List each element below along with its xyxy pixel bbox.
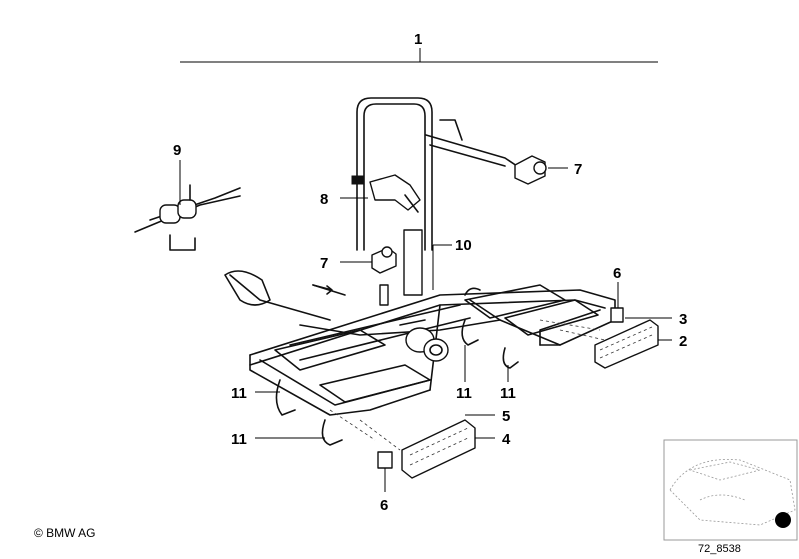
assembly-guides bbox=[329, 319, 606, 451]
tail-lamp-upper bbox=[594, 319, 659, 369]
coupling-head bbox=[379, 229, 449, 362]
carrier-base-frame bbox=[224, 270, 616, 416]
callout-10: 10 bbox=[455, 237, 472, 254]
assembly-bracket bbox=[180, 48, 658, 63]
lock-knob-upper bbox=[514, 155, 547, 185]
small-reflector-upper bbox=[610, 307, 624, 323]
tail-lamp-lower bbox=[401, 419, 476, 479]
callout-8: 8 bbox=[320, 191, 328, 208]
callout-9: 9 bbox=[173, 142, 181, 159]
upright-frame bbox=[356, 97, 521, 251]
wheel-trays bbox=[274, 284, 599, 403]
callout-1: 1 bbox=[414, 31, 422, 48]
callout-3: 3 bbox=[679, 311, 687, 328]
callout-11-a: 11 bbox=[231, 385, 247, 402]
callout-2: 2 bbox=[679, 333, 687, 350]
location-dot-icon bbox=[775, 512, 791, 528]
lock-knob-lower bbox=[371, 246, 397, 274]
leader-lines bbox=[179, 160, 672, 492]
callout-11-c: 11 bbox=[500, 385, 516, 402]
callout-4: 4 bbox=[502, 431, 511, 448]
callout-11-d: 11 bbox=[231, 431, 247, 448]
tube-clamp-detail bbox=[134, 184, 241, 251]
copyright-text: © BMW AG bbox=[34, 526, 96, 540]
callout-5: 5 bbox=[502, 408, 510, 425]
callout-6-upper: 6 bbox=[613, 265, 621, 282]
callout-11-b: 11 bbox=[456, 385, 472, 402]
callout-7-lower: 7 bbox=[320, 255, 328, 272]
car-thumbnail-icon bbox=[663, 439, 798, 541]
small-reflector-lower bbox=[377, 451, 393, 469]
diagram-code: 72_8538 bbox=[698, 543, 741, 555]
callout-7-upper: 7 bbox=[574, 161, 582, 178]
clamp-arm bbox=[351, 174, 421, 213]
callout-6-lower: 6 bbox=[380, 497, 388, 514]
